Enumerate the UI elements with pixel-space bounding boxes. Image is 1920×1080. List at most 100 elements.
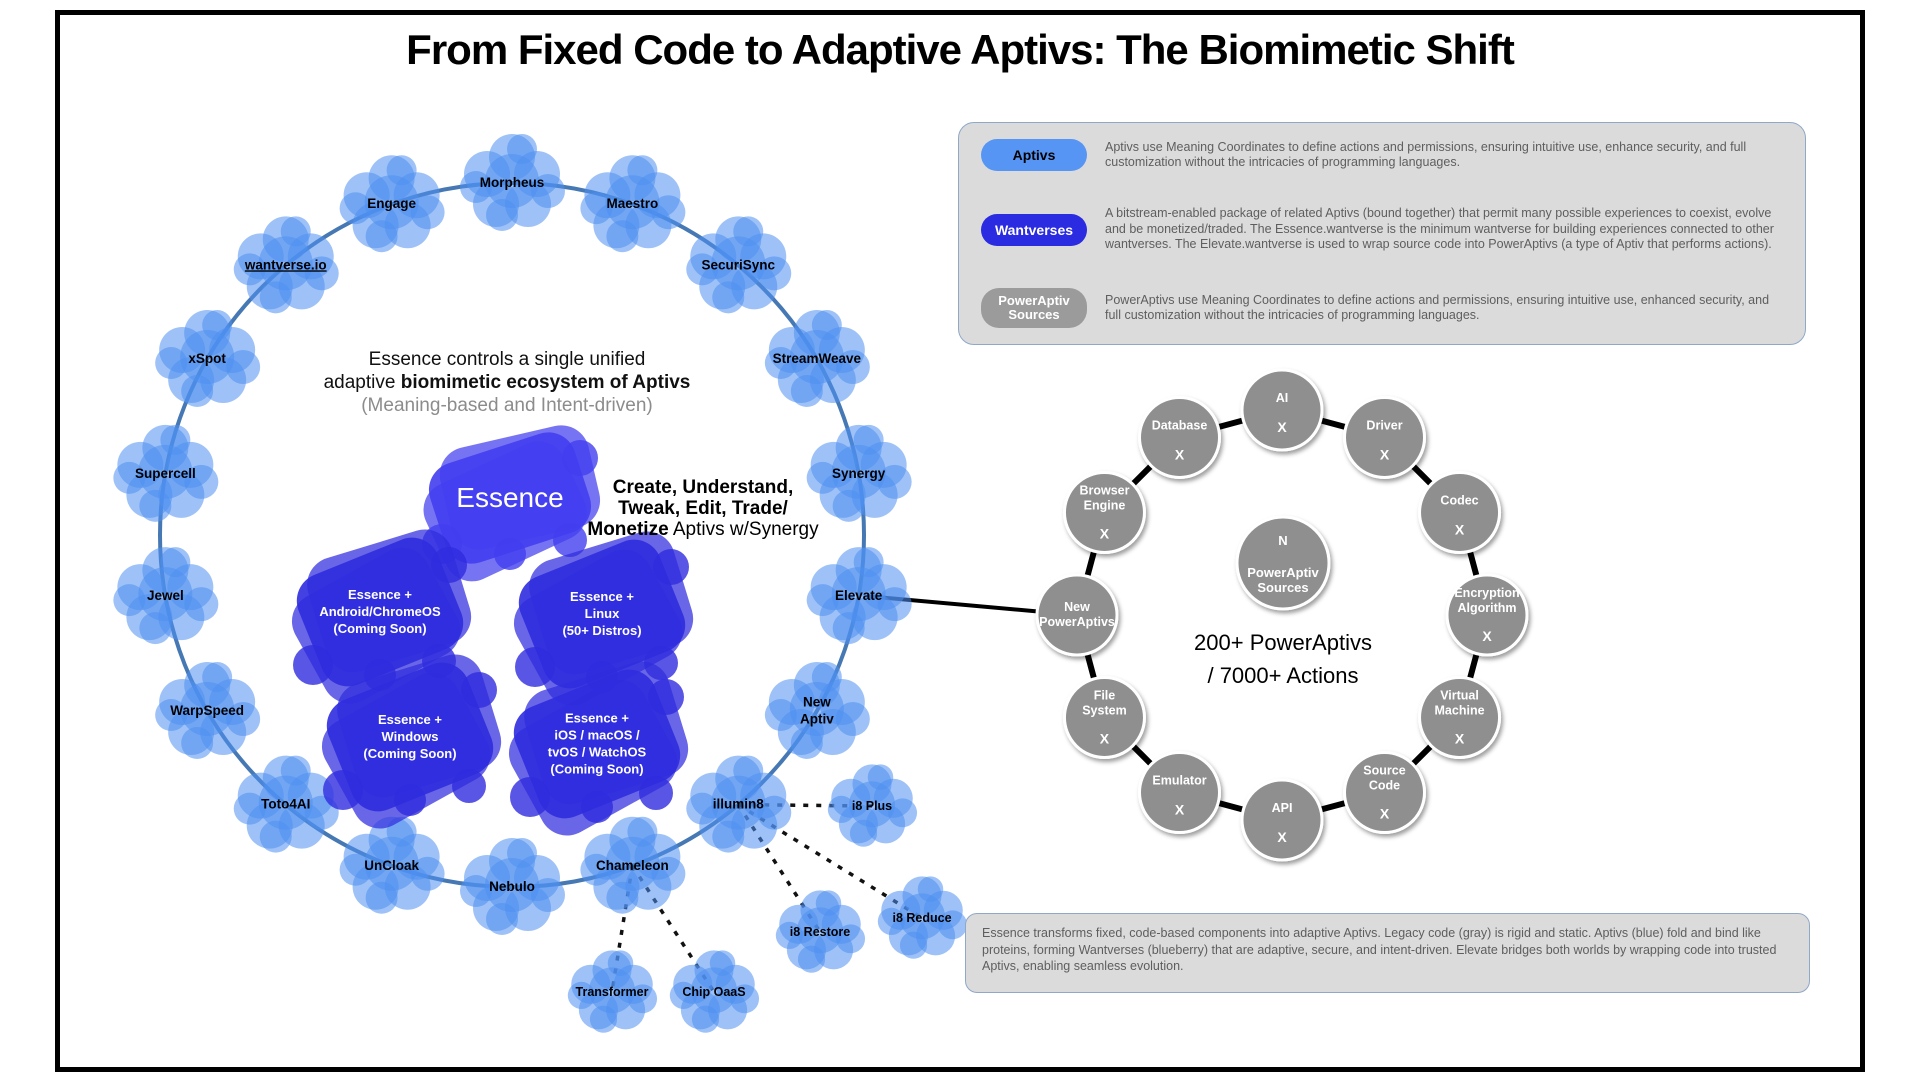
- aptiv-cloud-warpspeed: [155, 662, 261, 759]
- legacy-x-mark: X: [1380, 806, 1390, 822]
- footer-note-text: Essence transforms fixed, code-based com…: [982, 926, 1777, 973]
- create-line-2: Tweak, Edit, Trade/: [618, 498, 788, 519]
- legacy-node-label: Code: [1369, 779, 1400, 793]
- os-cloud-label: (Coming Soon): [550, 762, 643, 777]
- satellite-label-i8-restore: i8 Restore: [790, 925, 850, 939]
- legacy-x-mark: X: [1175, 802, 1185, 818]
- legacy-x-mark: X: [1175, 446, 1185, 462]
- legacy-node-label: Emulator: [1152, 774, 1206, 788]
- aptiv-label-streamweave: StreamWeave: [773, 351, 862, 366]
- legacy-node-label: Browser: [1079, 484, 1129, 498]
- legacy-node-label: File: [1094, 689, 1116, 703]
- legacy-node-virtual-machine: [1418, 676, 1502, 759]
- create-caption: Create, Understand, Tweak, Edit, Trade/ …: [553, 477, 853, 540]
- satellite-label-i8-plus: i8 Plus: [852, 799, 892, 813]
- legacy-x-mark: X: [1100, 731, 1110, 747]
- eco-line-3: (Meaning-based and Intent-driven): [361, 395, 653, 416]
- aptiv-label-uncloak: UnCloak: [364, 858, 419, 873]
- legend-row-poweraptiv-sources: PowerAptiv Sources PowerAptivs use Meani…: [981, 288, 1783, 328]
- legacy-node-ai: [1240, 368, 1324, 452]
- satellite-cloud-transformer: [567, 950, 658, 1033]
- legacy-x-mark: X: [1277, 419, 1287, 435]
- os-cloud-label: (Coming Soon): [363, 746, 456, 761]
- poweraptiv-stats: 200+ PowerAptivs: [1194, 630, 1372, 655]
- os-cloud-label: Linux: [585, 606, 620, 621]
- satellite-label-i8-reduce: i8 Reduce: [892, 911, 951, 925]
- legend-row-aptivs: Aptivs Aptivs use Meaning Coordinates to…: [981, 139, 1783, 171]
- legacy-x-mark: X: [1455, 522, 1465, 538]
- dashed-link-illumin8-i8-reduce: [737, 803, 923, 920]
- aptiv-label-new-aptiv: Aptiv: [800, 712, 834, 727]
- legacy-node-label: Engine: [1084, 499, 1126, 513]
- aptiv-cloud-synergy: [806, 424, 912, 522]
- aptiv-label-chameleon: Chameleon: [596, 858, 669, 873]
- os-cloud-label: Windows: [382, 729, 439, 744]
- aptiv-label-wantverse-io[interactable]: wantverse.io: [244, 257, 327, 272]
- legacy-x-mark: X: [1482, 628, 1492, 644]
- os-cloud-label: (Coming Soon): [333, 621, 426, 636]
- os-cloud-label: (50+ Distros): [562, 623, 641, 638]
- aptiv-cloud-new-aptiv: [764, 662, 870, 759]
- legacy-x-mark: X: [1455, 731, 1465, 747]
- legacy-node-file-system: [1062, 676, 1146, 759]
- wantverses-description: A bitstream-enabled package of related A…: [1105, 206, 1774, 252]
- aptiv-cloud-xspot: [155, 310, 261, 407]
- outer-frame: [55, 10, 1865, 1072]
- wantverses-badge: Wantverses: [981, 213, 1087, 246]
- aptiv-cloud-jewel: [113, 547, 219, 645]
- os-cloud-label: Essence +: [565, 711, 629, 726]
- page-title: From Fixed Code to Adaptive Aptivs: The …: [406, 26, 1515, 73]
- os-cloud-ios-macos-: [508, 661, 689, 836]
- legacy-node-label: Codec: [1440, 494, 1478, 508]
- legacy-node-label: API: [1272, 801, 1293, 815]
- legacy-node-label: System: [1082, 704, 1126, 718]
- aptiv-cloud-engage: [339, 155, 445, 253]
- legacy-node-codec: [1418, 471, 1502, 554]
- aptiv-label-warpspeed: WarpSpeed: [170, 703, 244, 718]
- legacy-node-label: Encryption: [1454, 586, 1519, 600]
- aptiv-cloud-securisync: [686, 216, 792, 314]
- os-cloud-label: Android/ChromeOS: [319, 604, 441, 619]
- legacy-node-browser-engine: [1062, 471, 1146, 554]
- legacy-node-label: PowerAptivs: [1039, 615, 1115, 629]
- create-line-1: Create, Understand,: [612, 477, 794, 498]
- ecosystem-caption: Essence controls a single unified adapti…: [292, 348, 722, 417]
- legacy-node-label: New: [1064, 600, 1090, 614]
- footer-note-panel: Essence transforms fixed, code-based com…: [965, 913, 1810, 993]
- aptiv-cloud-nebulo: [460, 838, 565, 935]
- legend-row-wantverses: Wantverses A bitstream-enabled package o…: [981, 206, 1783, 253]
- poweraptiv-sources-badge: PowerAptiv Sources: [981, 288, 1087, 328]
- satellite-label-chip-oaas: Chip OaaS: [682, 985, 745, 999]
- essence-cloud: [422, 425, 601, 582]
- aptiv-cloud-streamweave: [764, 310, 870, 407]
- legacy-node-emulator: [1138, 751, 1221, 835]
- legacy-node-api: [1240, 778, 1324, 862]
- aptiv-cloud-illumin8: [686, 755, 792, 853]
- legacy-x-mark: X: [1380, 446, 1390, 462]
- dashed-link-illumin8-i8-plus: [738, 802, 873, 808]
- legacy-node-encryption-algorithm: [1445, 573, 1529, 657]
- satellite-cloud-i8-reduce: [877, 876, 968, 959]
- aptiv-label-new-aptiv: New: [803, 695, 831, 710]
- os-cloud-label: Essence +: [570, 589, 634, 604]
- aptiv-cloud-toto4ai: [233, 755, 339, 853]
- legacy-x-mark: X: [1277, 829, 1287, 845]
- os-cloud-windows: [321, 654, 502, 829]
- satellite-cloud-i8-plus: [827, 764, 918, 847]
- os-cloud-label: iOS / macOS /: [554, 728, 640, 743]
- aptiv-label-jewel: Jewel: [147, 588, 184, 603]
- aptiv-label-nebulo: Nebulo: [489, 879, 535, 894]
- satellite-label-transformer: Transformer: [576, 985, 649, 999]
- legend-panel: Aptivs Aptivs use Meaning Coordinates to…: [958, 122, 1806, 345]
- aptiv-label-synergy: Synergy: [832, 466, 886, 481]
- aptivs-badge: Aptivs: [981, 139, 1087, 171]
- legacy-node-driver: [1343, 395, 1426, 479]
- os-cloud-label: tvOS / WatchOS: [548, 745, 647, 760]
- poweraptiv-sources-hub: [1235, 515, 1331, 611]
- essence-label: Essence: [456, 482, 563, 513]
- legacy-node-label: Source: [1363, 764, 1405, 778]
- legacy-node-label: Driver: [1366, 418, 1402, 432]
- aptiv-label-securisync: SecuriSync: [701, 257, 775, 272]
